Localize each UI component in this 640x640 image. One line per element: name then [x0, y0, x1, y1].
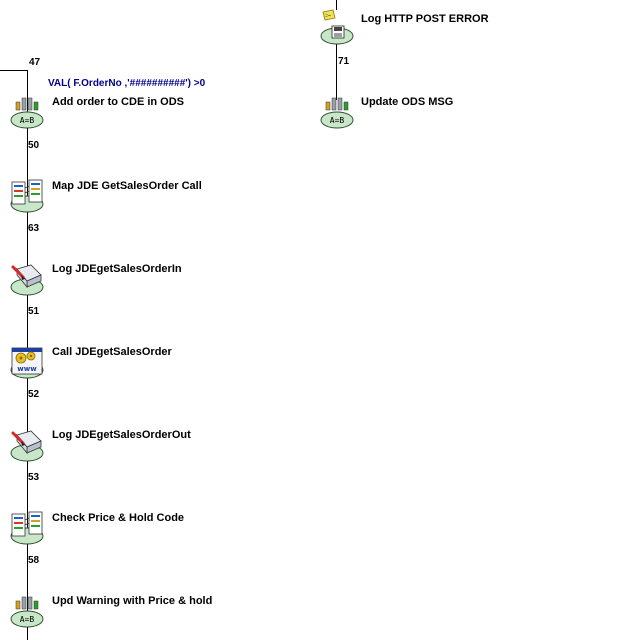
link-number: 52 — [28, 389, 40, 400]
link-number: 47 — [29, 57, 41, 68]
link-number: 63 — [28, 223, 40, 234]
assign-icon: A=B — [320, 97, 354, 129]
log-file-icon — [320, 9, 354, 45]
svg-text:A=B: A=B — [330, 116, 345, 125]
web-call-icon: www — [10, 347, 44, 379]
branch-step-node[interactable] — [319, 8, 355, 46]
svg-text:www: www — [17, 365, 37, 373]
branch-connector-top — [336, 0, 337, 10]
link-number: 53 — [28, 472, 40, 483]
link-number: 58 — [28, 555, 40, 566]
branch-step-label: Log HTTP POST ERROR — [361, 13, 489, 25]
assign-icon: A=B — [10, 97, 44, 129]
step-node[interactable] — [9, 259, 45, 297]
svg-text:A=B: A=B — [20, 615, 35, 624]
link-number: 71 — [338, 56, 350, 67]
step-node[interactable]: www — [9, 342, 45, 380]
incoming-connector — [0, 70, 28, 71]
step-label: Upd Warning with Price & hold — [52, 595, 213, 607]
step-node[interactable]: A=B — [9, 92, 45, 130]
log-icon — [10, 264, 44, 296]
branch-step-node[interactable]: A=B — [319, 92, 355, 130]
step-label: Log JDEgetSalesOrderOut — [52, 429, 191, 441]
step-node[interactable] — [9, 176, 45, 214]
link-number: 50 — [28, 140, 40, 151]
link-number: 51 — [28, 306, 40, 317]
assign-icon: A=B — [10, 596, 44, 628]
step-node[interactable] — [9, 508, 45, 546]
step-label: Map JDE GetSalesOrder Call — [52, 180, 202, 192]
condition-label: VAL( F.OrderNo ,'##########') >0 — [48, 78, 206, 89]
log-icon — [10, 430, 44, 462]
step-node[interactable] — [9, 425, 45, 463]
map-icon — [10, 511, 44, 545]
step-label: Log JDEgetSalesOrderIn — [52, 263, 182, 275]
svg-text:A=B: A=B — [20, 116, 35, 125]
branch-connector — [336, 44, 337, 100]
step-label: Check Price & Hold Code — [52, 512, 185, 524]
step-label: Add order to CDE in ODS — [52, 96, 184, 108]
step-node[interactable]: A=B — [9, 591, 45, 629]
branch-step-label: Update ODS MSG — [361, 96, 454, 108]
step-label: Call JDEgetSalesOrder — [52, 346, 172, 358]
map-icon — [10, 179, 44, 213]
